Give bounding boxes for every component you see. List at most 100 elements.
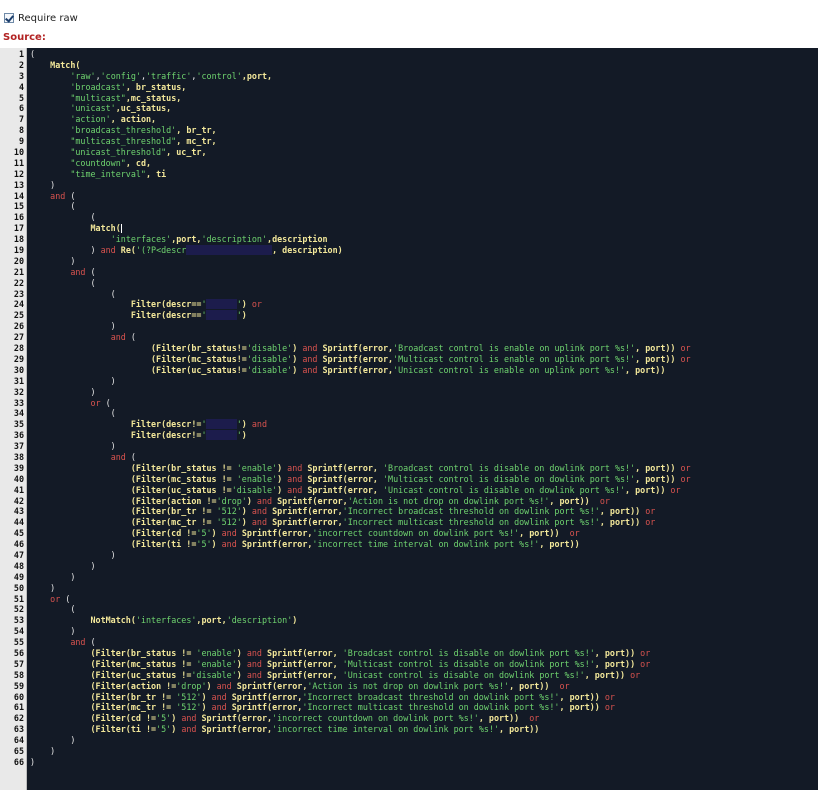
code-line[interactable]: 16 (: [14, 212, 818, 223]
code-line[interactable]: 21 and (: [14, 267, 818, 278]
code-token: [590, 496, 600, 506]
require-raw-checkbox[interactable]: [4, 13, 14, 23]
code-token: ': [236, 310, 242, 321]
code-line[interactable]: 5 "multicast",mc_status,: [19, 93, 818, 104]
code-line[interactable]: 12 "time_interval", ti: [14, 169, 818, 180]
code-line[interactable]: 41 (Filter(uc_status !='disable') and Sp…: [14, 485, 818, 496]
code-token: Re(: [120, 245, 136, 256]
code-line[interactable]: 42 (Filter(action !='drop') and Sprintf(…: [14, 496, 818, 507]
code-token: ): [292, 353, 298, 364]
options-bar: Require raw Source:: [0, 0, 818, 48]
code-token: [519, 713, 529, 723]
code-line[interactable]: 22 (: [14, 277, 818, 289]
code-line[interactable]: 36 Filter(descr!=' '): [14, 430, 818, 441]
code-line[interactable]: 38 and (: [14, 452, 818, 463]
code-line[interactable]: 47 ): [14, 550, 818, 561]
code-token: [30, 158, 70, 168]
code-line[interactable]: 64 ): [14, 735, 818, 746]
code-line[interactable]: 24 Filter(descr==' ') or: [14, 299, 818, 310]
code-line[interactable]: 45 (Filter(cd !='5') and Sprintf(error,'…: [14, 528, 818, 539]
code-line[interactable]: 7 'action', action,: [19, 114, 818, 125]
code-line[interactable]: 66): [14, 756, 818, 768]
code-line[interactable]: 43 (Filter(br_tr != '512') and Sprintf(e…: [14, 506, 818, 517]
code-line[interactable]: 37 ): [14, 441, 818, 452]
code-line[interactable]: 40 (Filter(mc_status != 'enable') and Sp…: [14, 473, 818, 485]
code-line[interactable]: 18 'interfaces',port,'description',descr…: [14, 234, 818, 245]
code-line[interactable]: 31 ): [14, 376, 818, 387]
code-token: (: [30, 277, 96, 288]
code-token: ): [30, 756, 36, 767]
code-token: , port)): [635, 353, 676, 364]
code-line[interactable]: 11 "countdown", cd,: [14, 158, 818, 169]
code-token: Sprintf(error,: [236, 680, 308, 691]
code-line[interactable]: 25 Filter(descr==' '): [14, 310, 818, 321]
line-number: 2: [18, 59, 24, 70]
code-line[interactable]: 39 (Filter(br_status != 'enable') and Sp…: [14, 462, 818, 474]
code-line[interactable]: 23 (: [14, 289, 818, 300]
code-line[interactable]: 4 'broadcast', br_status,: [19, 82, 818, 93]
code-line[interactable]: 48 ): [14, 561, 818, 572]
code-line[interactable]: 54 ): [14, 626, 818, 637]
code-line[interactable]: 53 NotMatch('interfaces',port,'descripti…: [14, 615, 818, 626]
code-line[interactable]: 52 (: [14, 604, 818, 615]
code-line[interactable]: 63 (Filter(ti !='5') and Sprintf(error,'…: [14, 724, 818, 735]
code-line[interactable]: 15 (: [14, 201, 818, 212]
line-number: 17: [13, 223, 24, 234]
code-line[interactable]: 44 (Filter(mc_tr != '512') and Sprintf(e…: [14, 517, 818, 528]
code-line[interactable]: 10 "unicast_threshold", uc_tr,: [14, 147, 818, 158]
code-line[interactable]: 2 Match(: [19, 60, 818, 71]
code-token: ): [201, 691, 207, 702]
code-line[interactable]: 8 'broadcast_threshold', br_tr,: [19, 125, 818, 136]
code-token: ): [236, 658, 242, 669]
code-line[interactable]: 17 Match(: [14, 223, 818, 234]
code-token: [30, 670, 91, 680]
code-line[interactable]: 34 (: [14, 408, 818, 419]
code-line[interactable]: 28 (Filter(br_status!='disable') and Spr…: [14, 343, 818, 354]
code-line[interactable]: 30 (Filter(uc_status!='disable') and Spr…: [14, 365, 818, 376]
code-token: 'Multicast control is disable on dowlink…: [383, 473, 636, 484]
code-line[interactable]: 9 "multicast_threshold", mc_tr,: [19, 136, 818, 147]
code-token: (: [85, 637, 96, 648]
code-line[interactable]: 1(: [19, 49, 818, 60]
code-token: 'Incorrect multicast threshold on dowlin…: [342, 517, 600, 528]
code-line[interactable]: 13 ): [14, 180, 818, 191]
code-line[interactable]: 50 ): [14, 583, 818, 594]
code-line[interactable]: 27 and (: [14, 332, 818, 343]
code-line[interactable]: 62 (Filter(cd !='5') and Sprintf(error,'…: [14, 713, 818, 724]
code-line[interactable]: 29 (Filter(mc_status!='disable') and Spr…: [14, 353, 818, 365]
code-line[interactable]: 60 (Filter(br_tr != '512') and Sprintf(e…: [14, 691, 818, 703]
code-line[interactable]: 59 (Filter(action !='drop') and Sprintf(…: [14, 680, 818, 692]
code-line[interactable]: 14 and (: [14, 191, 818, 202]
code-token: ): [211, 539, 217, 550]
code-token: 'disable': [191, 669, 237, 680]
code-line[interactable]: 32 ): [14, 387, 818, 398]
code-editor[interactable]: 1(2 Match(3 'raw','config','traffic','co…: [0, 48, 818, 790]
code-line[interactable]: 56 (Filter(br_status != 'enable') and Sp…: [14, 648, 818, 659]
code-token: (: [30, 201, 76, 212]
code-line[interactable]: 51 or (: [14, 593, 818, 605]
code-line[interactable]: 46 (Filter(ti !='5') and Sprintf(error,'…: [14, 539, 818, 550]
code-line[interactable]: 57 (Filter(mc_status != 'enable') and Sp…: [14, 658, 818, 670]
code-area[interactable]: 1(2 Match(3 'raw','config','traffic','co…: [14, 49, 818, 768]
code-line[interactable]: 33 or (: [14, 397, 818, 409]
code-line[interactable]: 20 ): [14, 256, 818, 267]
code-line[interactable]: 3 'raw','config','traffic','control',por…: [19, 70, 818, 82]
code-line[interactable]: 55 and (: [14, 637, 818, 648]
code-token: (: [100, 397, 111, 408]
code-line[interactable]: 58 (Filter(uc_status !='disable') and Sp…: [14, 669, 818, 681]
code-line[interactable]: 19 ) and Re('(?P<descr , description): [14, 245, 818, 256]
code-line[interactable]: 49 ): [14, 572, 818, 583]
code-line[interactable]: 6 'unicast',uc_status,: [19, 103, 818, 114]
require-raw-option[interactable]: Require raw: [4, 11, 78, 25]
code-token: 'enable': [196, 658, 237, 669]
code-line[interactable]: 61 (Filter(mc_tr != '512') and Sprintf(e…: [14, 702, 818, 713]
code-line[interactable]: 26 ): [14, 321, 818, 332]
code-token: 'raw': [70, 70, 96, 81]
code-token: ): [277, 462, 283, 473]
require-raw-label[interactable]: Require raw: [18, 12, 78, 24]
line-number: 37: [13, 441, 24, 452]
code-token: (: [60, 593, 71, 604]
code-token: ): [241, 506, 247, 517]
code-line[interactable]: 65 ): [14, 746, 818, 757]
code-line[interactable]: 35 Filter(descr!=' ') and: [14, 419, 818, 430]
